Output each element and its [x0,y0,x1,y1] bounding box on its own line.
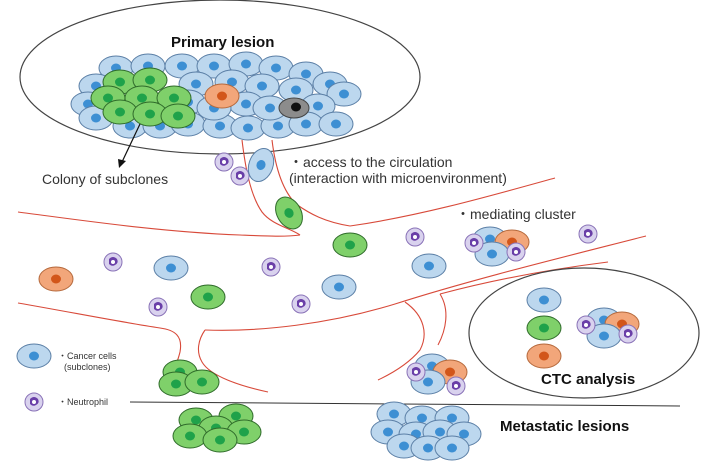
neutrophil [148,297,168,317]
legend-neutrophil-label: ・Neutrophil [58,397,109,407]
cancer-cell [321,274,357,300]
cancer-cell [230,115,266,141]
neutrophil [406,362,426,382]
subclone-cell-green [269,191,309,235]
cancer-cell [526,287,562,313]
neutrophil [464,233,484,253]
vessel-wall [349,177,556,227]
vessel-wall [197,329,269,393]
neutrophil [261,257,281,277]
neutrophil [214,152,234,172]
vessel-wall [377,301,425,381]
ctc-analysis-boundary [468,267,700,399]
subclone-cell-green [160,103,196,129]
subclone-cell-green [172,423,208,449]
metastatic-lesions-title: Metastatic lesions [500,418,630,435]
neutrophil [446,376,466,396]
neutrophil [578,224,598,244]
colony-arrow [121,123,141,163]
access-label-line2: (interaction with microenvironment) [289,170,507,186]
primary-lesion-cells [70,51,362,141]
legend-neutrophil-icon [24,392,44,412]
neutrophil [618,324,638,344]
legend-cancer-cells-label: ・Cancer cells (subclones) [58,351,138,373]
metastatic-green-lesion [172,403,262,453]
legend-cancer-cells-line2: (subclones) [64,362,111,372]
legend-cancer-cells-line1: ・Cancer cells [58,351,117,361]
subclone-cell-orange [204,83,240,109]
mediating-cluster-label: ・mediating cluster [456,206,576,222]
colony-label: Colony of subclones [42,171,169,187]
neutrophil [230,166,250,186]
neutrophil [576,315,596,335]
vessel-wall [204,235,647,331]
subclone-cell-green [332,232,368,258]
neutrophil [103,252,123,272]
subclone-cell-green [526,315,562,341]
vessel-wall [17,211,301,237]
legend-cancer-cell-icon [16,343,52,369]
dark-cell [278,97,310,119]
cancer-cell [318,111,354,137]
access-label-line1: ・access to the circulation [289,154,453,170]
cancer-cell [153,255,189,281]
ctc-analysis-title: CTC analysis [541,371,636,388]
colony-arrow-head [118,159,126,168]
extravasating-green-cluster [158,359,220,397]
vessel-wall [439,261,609,295]
subclone-cell-orange [526,343,562,369]
extravasating-cluster [406,353,468,396]
subclone-cell-green [202,427,238,453]
vessel-wall [437,293,447,346]
metastatic-blue-lesion [370,401,482,461]
neutrophil [405,227,425,247]
subclone-cell-green [102,99,138,125]
subclone-cell-orange [38,266,74,292]
subclone-cell-green [190,284,226,310]
cancer-cell [411,253,447,279]
vessel-wall [241,139,301,236]
cancer-cell [434,435,470,461]
neutrophil [291,294,311,314]
ctc-analysis-cells [526,287,640,369]
primary-lesion-title: Primary lesion [171,34,275,51]
tissue-boundary-line [129,401,681,407]
neutrophil [506,242,526,262]
subclone-cell-green [184,369,220,395]
mediating-cluster [464,226,530,267]
